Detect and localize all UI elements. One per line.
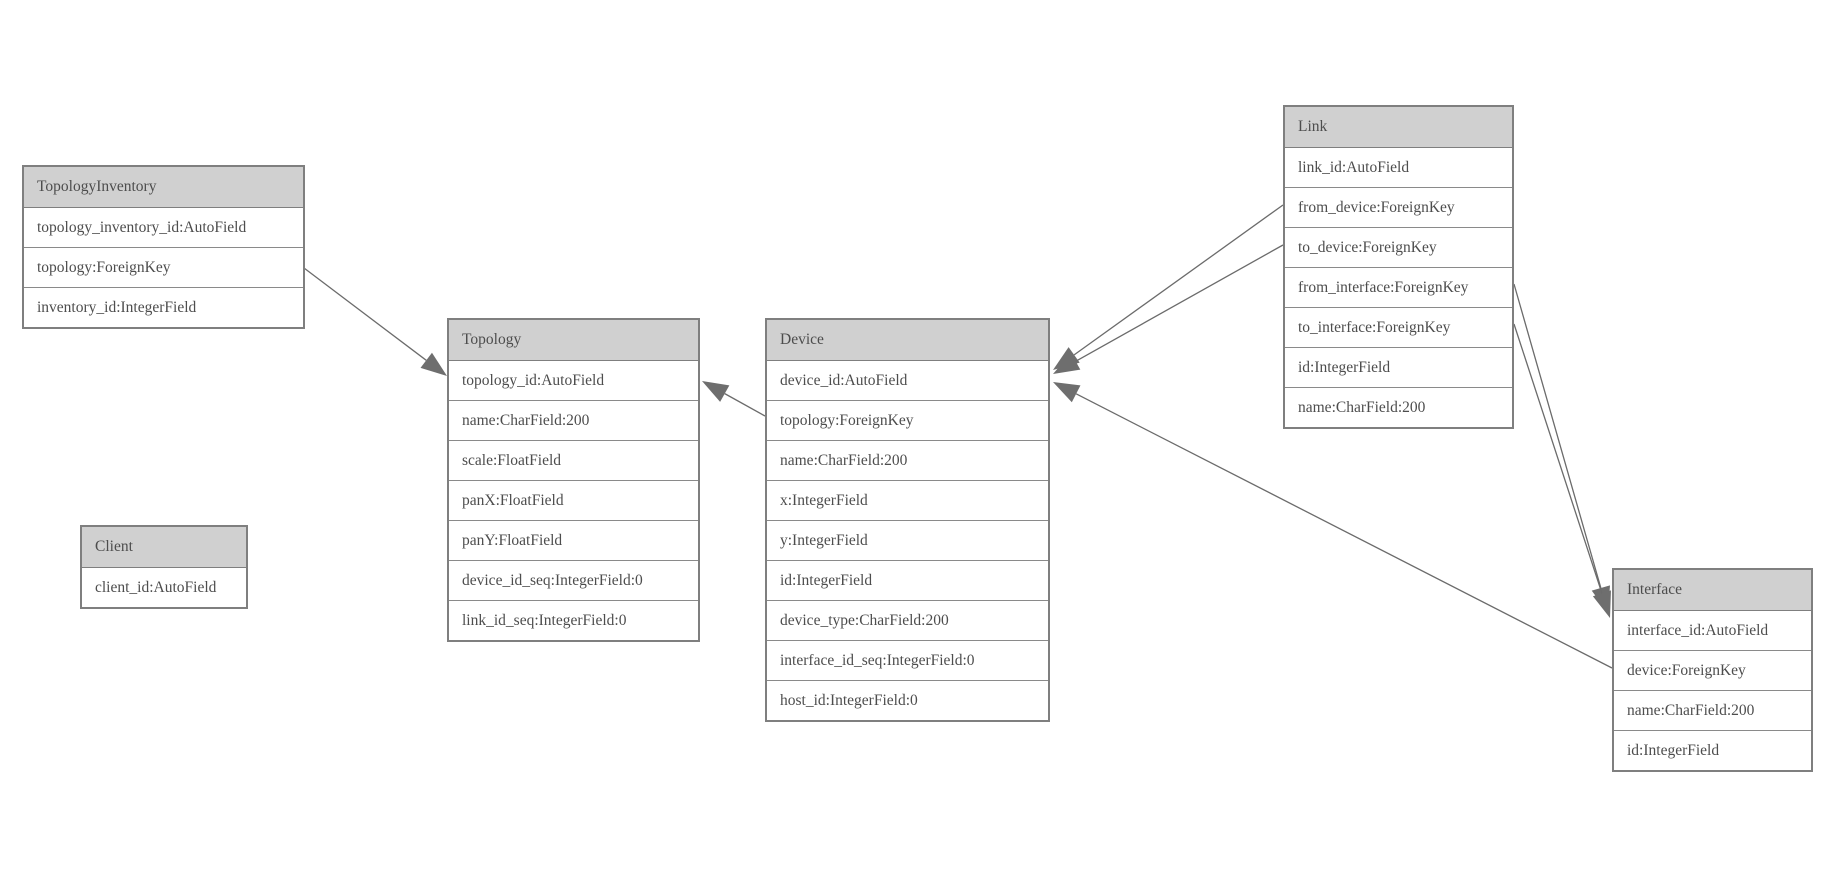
relationship-line-link-from-device-fk (1073, 204, 1284, 356)
field-row: device_type:CharField:200 (767, 601, 1048, 641)
field-row: link_id:AutoField (1285, 148, 1512, 188)
field-row: name:CharField:200 (1298, 399, 1426, 416)
field-row: name:CharField:200 (449, 401, 698, 441)
field-row: from_device:ForeignKey (1285, 188, 1512, 228)
entity-title: Link (1285, 107, 1512, 148)
field-row: interface_id_seq:IntegerField:0 (767, 641, 1048, 681)
field-row: inventory_id:IntegerField (37, 299, 197, 316)
entity-title: TopologyInventory (24, 167, 303, 208)
field-row: device_id:AutoField (767, 361, 1048, 401)
field-row: id:IntegerField (1627, 742, 1720, 759)
field-row: panX:FloatField (449, 481, 698, 521)
field-row: panY:FloatField (449, 521, 698, 561)
relationship-line-link-to-interface-fk (1513, 323, 1603, 594)
field-row: scale:FloatField (449, 441, 698, 481)
field-row: from_interface:ForeignKey (1285, 268, 1512, 308)
entity-title: Device (767, 320, 1048, 361)
arrowhead-icon (1053, 352, 1081, 374)
field-row: topology:ForeignKey (24, 248, 303, 288)
field-row: host_id:IntegerField:0 (780, 692, 918, 709)
entity-title: Topology (449, 320, 698, 361)
field-row: interface_id:AutoField (1614, 611, 1811, 651)
entity-table-client: Client client_id:AutoField (80, 525, 248, 609)
field-row: topology_id:AutoField (449, 361, 698, 401)
relationship-line-link-to-device-fk (1075, 244, 1284, 362)
field-row: topology_inventory_id:AutoField (24, 208, 303, 248)
arrowhead-icon (1053, 382, 1081, 403)
arrowhead-icon (1592, 590, 1611, 618)
entity-title: Interface (1614, 570, 1811, 611)
field-row: id:IntegerField (1285, 348, 1512, 388)
relationship-line-topologyinventory-topology-fk (303, 267, 427, 361)
field-row: name:CharField:200 (767, 441, 1048, 481)
arrowhead-icon (420, 352, 447, 376)
field-row: device_id_seq:IntegerField:0 (449, 561, 698, 601)
field-row: to_device:ForeignKey (1285, 228, 1512, 268)
relationship-line-link-from-interface-fk (1513, 283, 1602, 589)
field-row: x:IntegerField (767, 481, 1048, 521)
field-row: id:IntegerField (767, 561, 1048, 601)
relationship-line-device-topology-fk (724, 393, 766, 417)
field-row: y:IntegerField (767, 521, 1048, 561)
field-row: topology:ForeignKey (767, 401, 1048, 441)
field-row: client_id:AutoField (95, 579, 217, 596)
field-row: device:ForeignKey (1614, 651, 1811, 691)
field-row: link_id_seq:IntegerField:0 (462, 612, 627, 629)
relationship-line-interface-device-fk (1075, 393, 1613, 669)
field-row: to_interface:ForeignKey (1285, 308, 1512, 348)
field-row: name:CharField:200 (1614, 691, 1811, 731)
entity-title: Client (82, 527, 246, 568)
arrowhead-icon (702, 381, 730, 402)
